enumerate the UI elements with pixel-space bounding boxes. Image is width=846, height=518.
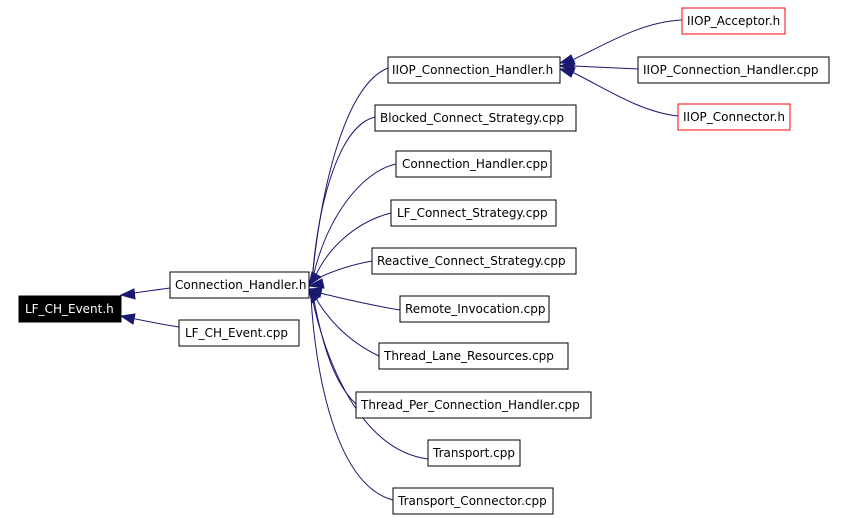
node-label-thread-lane-resources-cpp: Thread_Lane_Resources.cpp	[383, 349, 554, 363]
edge-thread-per-connection-handler-cpp	[312, 295, 357, 405]
node-label-lf-ch-event-h: LF_CH_Event.h	[25, 302, 114, 316]
edge-transport-connector-cpp	[310, 296, 394, 501]
node-box-remote-invocation-cpp	[399, 295, 550, 323]
edge-iiop-connector-h	[571, 71, 679, 117]
node-box-blocked-connect-strategy-cpp	[374, 104, 577, 132]
node-iiop-acceptor-h[interactable]: IIOP_Acceptor.h	[681, 7, 786, 35]
node-box-lf-ch-event-cpp	[178, 319, 300, 347]
node-lf-ch-event-h[interactable]: LF_CH_Event.h	[18, 295, 122, 323]
arrowhead-iiop-connection-handler-h-c	[558, 67, 576, 78]
arrowhead-connection-handler-h-c	[307, 287, 323, 298]
node-box-iiop-connector-h	[677, 103, 791, 131]
edge-thread-lane-resources-cpp	[313, 294, 380, 357]
edges	[119, 19, 683, 501]
node-box-transport-cpp	[427, 439, 521, 467]
node-transport-connector-cpp[interactable]: Transport_Connector.cpp	[392, 487, 554, 515]
edge-blocked-connect-strategy-cpp	[311, 116, 376, 283]
node-label-blocked-connect-strategy-cpp: Blocked_Connect_Strategy.cpp	[380, 111, 564, 125]
arrowhead-connection-handler-h-b	[307, 278, 325, 289]
node-blocked-connect-strategy-cpp[interactable]: Blocked_Connect_Strategy.cpp	[374, 104, 577, 132]
edge-iiop-acceptor-h	[571, 19, 683, 61]
node-label-iiop-connection-handler-cpp: IIOP_Connection_Handler.cpp	[643, 63, 818, 77]
node-label-reactive-connect-strategy-cpp: Reactive_Connect_Strategy.cpp	[377, 254, 566, 268]
node-box-lf-ch-event-h	[18, 295, 122, 323]
node-label-lf-ch-event-cpp: LF_CH_Event.cpp	[185, 326, 288, 340]
node-label-iiop-acceptor-h: IIOP_Acceptor.h	[687, 14, 780, 28]
edge-connection-handler-cpp	[311, 163, 397, 283]
node-iiop-connection-handler-cpp[interactable]: IIOP_Connection_Handler.cpp	[637, 56, 830, 84]
node-remote-invocation-cpp[interactable]: Remote_Invocation.cpp	[399, 295, 550, 323]
node-label-iiop-connection-handler-h: IIOP_Connection_Handler.h	[392, 63, 553, 77]
arrowhead-connection-handler-h-a	[308, 271, 322, 287]
arrowhead-lf-ch-event-h-upper	[119, 288, 136, 300]
node-reactive-connect-strategy-cpp[interactable]: Reactive_Connect_Strategy.cpp	[371, 247, 577, 275]
node-label-remote-invocation-cpp: Remote_Invocation.cpp	[405, 302, 545, 316]
node-box-iiop-connection-handler-h	[387, 56, 561, 84]
node-label-lf-connect-strategy-cpp: LF_Connect_Strategy.cpp	[397, 206, 548, 220]
node-lf-ch-event-cpp[interactable]: LF_CH_Event.cpp	[178, 319, 300, 347]
node-transport-cpp[interactable]: Transport.cpp	[427, 439, 521, 467]
arrowhead-lf-ch-event-h-lower	[119, 313, 136, 325]
node-thread-lane-resources-cpp[interactable]: Thread_Lane_Resources.cpp	[378, 342, 569, 370]
node-iiop-connection-handler-h[interactable]: IIOP_Connection_Handler.h	[387, 56, 561, 84]
node-box-connection-handler-h	[169, 271, 310, 299]
node-box-lf-connect-strategy-cpp	[390, 199, 557, 227]
node-label-transport-connector-cpp: Transport_Connector.cpp	[397, 494, 547, 508]
node-box-iiop-connection-handler-cpp	[637, 56, 830, 84]
node-label-iiop-connector-h: IIOP_Connector.h	[683, 110, 785, 124]
edge-transport-cpp	[311, 296, 429, 460]
node-box-thread-per-connection-handler-cpp	[355, 391, 592, 419]
edge-reactive-connect-strategy-cpp	[313, 260, 373, 281]
edge-lf-connect-strategy-cpp	[312, 212, 392, 283]
node-label-connection-handler-h: Connection_Handler.h	[175, 278, 306, 292]
node-thread-per-connection-handler-cpp[interactable]: Thread_Per_Connection_Handler.cpp	[355, 391, 592, 419]
node-lf-connect-strategy-cpp[interactable]: LF_Connect_Strategy.cpp	[390, 199, 557, 227]
node-box-thread-lane-resources-cpp	[378, 342, 569, 370]
node-label-connection-handler-cpp: Connection_Handler.cpp	[402, 157, 548, 171]
node-connection-handler-cpp[interactable]: Connection_Handler.cpp	[395, 150, 552, 178]
edge-remote-invocation-cpp	[315, 291, 401, 311]
arrowhead-connection-handler-h-d	[308, 288, 320, 304]
node-box-iiop-acceptor-h	[681, 7, 786, 35]
node-connection-handler-h[interactable]: Connection_Handler.h	[169, 271, 310, 299]
node-box-transport-connector-cpp	[392, 487, 554, 515]
node-label-transport-cpp: Transport.cpp	[432, 446, 515, 460]
node-box-reactive-connect-strategy-cpp	[371, 247, 577, 275]
node-box-connection-handler-cpp	[395, 150, 552, 178]
node-label-thread-per-connection-handler-cpp: Thread_Per_Connection_Handler.cpp	[360, 398, 580, 412]
edge-iiop-connection-handler-cpp	[573, 65, 639, 70]
node-iiop-connector-h[interactable]: IIOP_Connector.h	[677, 103, 791, 131]
